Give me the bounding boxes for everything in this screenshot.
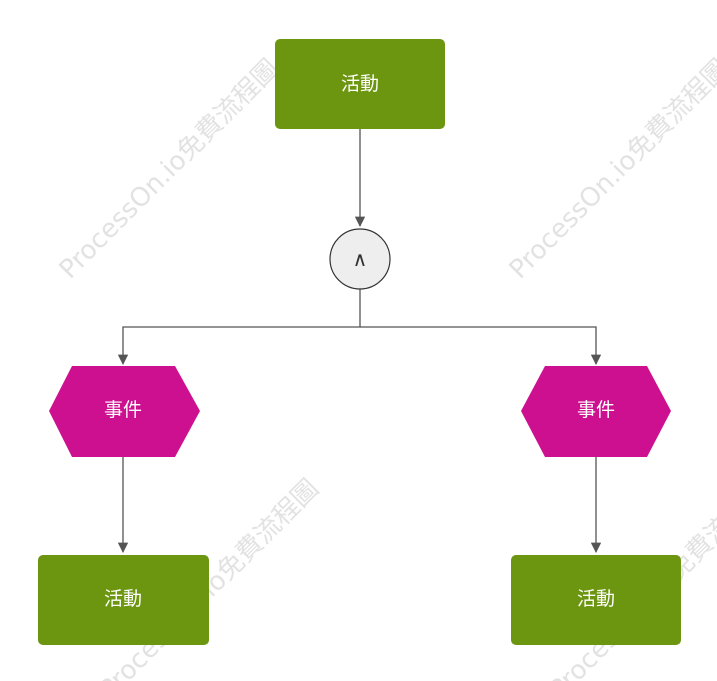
left-event-shape (49, 366, 200, 457)
right-activity-label: 活動 (577, 588, 615, 610)
left-activity-shape (38, 555, 209, 645)
and-gate-shape (329, 228, 391, 290)
right-activity-node[interactable]: 活動 (511, 555, 681, 645)
right-activity-shape (511, 555, 681, 645)
and-gate-label: ∧ (353, 247, 368, 271)
top-activity-shape (275, 39, 445, 129)
watermark-1: ProcessOn.io免費流程圖 (54, 54, 285, 285)
watermark-2: ProcessOn.io免費流程圖 (504, 54, 717, 285)
top-activity-node[interactable]: 活動 (275, 39, 445, 129)
right-event-node[interactable]: 事件 (521, 366, 671, 457)
left-activity-label: 活動 (104, 588, 142, 610)
right-event-shape (521, 366, 671, 457)
right-event-label: 事件 (577, 399, 615, 421)
edge-gate-to-right-event (360, 326, 602, 366)
top-activity-label: 活動 (341, 73, 379, 95)
edge-gate-to-left-event (117, 289, 361, 366)
and-gate-node[interactable]: ∧ (329, 228, 391, 290)
left-activity-node[interactable]: 活動 (38, 555, 209, 645)
left-event-label: 事件 (104, 399, 142, 421)
left-event-node[interactable]: 事件 (49, 366, 200, 457)
